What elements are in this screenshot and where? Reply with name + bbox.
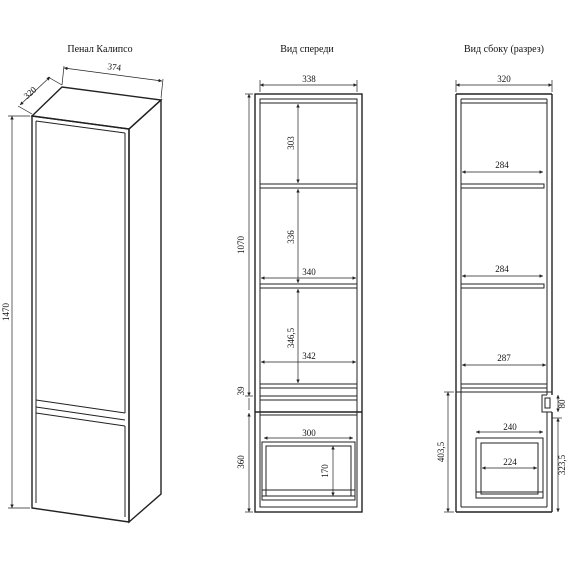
front-shelfw1-label: 340 [302,267,316,277]
front-gap-label: 39 [236,386,246,396]
front-shelfw2-label: 342 [302,351,316,361]
front-outer-frame [254,93,363,513]
front-drawer [261,441,356,501]
side-shelfc-label: 287 [497,353,511,363]
front-shelf-2 [259,283,358,289]
front-shelf-3 [259,383,358,389]
side-drawer-outer-label: 240 [503,422,517,432]
side-drawer [475,437,544,499]
front-shelf3-label: 346,5 [286,327,296,348]
iso-front-face [31,115,130,523]
front-drawer-width-label: 300 [302,428,316,438]
iso-depth-label: 320 [22,84,39,101]
side-shelfb-label: 284 [495,264,509,274]
front-lower-height-label: 360 [236,455,246,469]
front-upper-height-label: 1070 [236,236,246,255]
iso-width-dim [63,66,163,83]
side-shelfa-label: 284 [495,160,509,170]
title-front-view: Вид спереди [280,44,334,55]
side-notch-label: 80 [557,399,567,409]
iso-height-label: 1470 [1,303,11,322]
title-side-view: Вид сбоку (разрез) [464,44,544,55]
side-shelf-1 [460,183,545,189]
side-lower-height-label: 403,5 [436,441,446,462]
side-view: 320 284 284 287 80 403,5 240 224 323,5 [436,74,567,513]
side-drawer-height-label: 323,5 [557,454,567,475]
side-width-label: 320 [497,74,511,84]
front-width-label: 338 [302,74,316,84]
side-shelf-2 [460,283,545,289]
front-view: 338 303 336 346,5 340 342 1070 39 360 30… [236,74,363,513]
iso-side-face [128,98,162,524]
front-drawer-height-label: 170 [320,464,330,478]
iso-width-label: 374 [107,61,122,73]
side-shelf-3 [460,383,548,389]
side-drawer-inner-label: 224 [503,457,517,467]
iso-depth-dim [19,76,51,106]
title-penal: Пенал Калипсо [67,44,132,55]
isometric-view: 320 374 1470 [1,61,164,524]
front-shelf-1 [259,183,358,189]
front-shelf2-label: 336 [286,230,296,244]
front-shelf1-label: 303 [286,136,296,150]
